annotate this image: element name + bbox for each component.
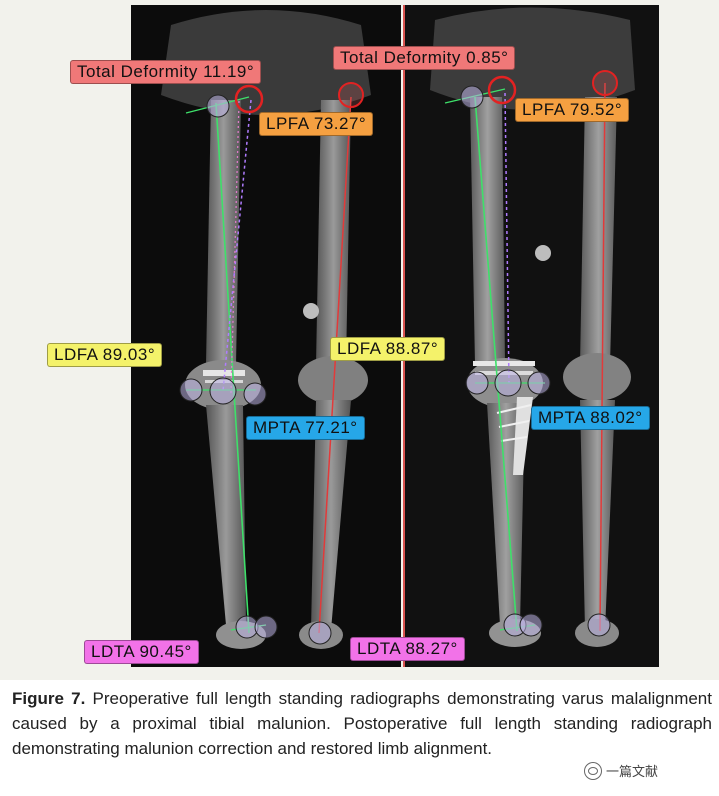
mpta-label-preop: MPTA 77.21° [246,416,365,440]
preoperative-radiograph-image [161,10,371,649]
ldta-label-postop: LDTA 88.27° [350,637,465,661]
ldfa-label-postop: LDFA 88.87° [330,337,446,361]
radiograph-figure: Total Deformity 11.19° Total Deformity 0… [0,0,719,680]
watermark: 一篇文献 [584,761,658,780]
mpta-label-postop: MPTA 88.02° [531,406,650,430]
lpfa-label-postop: LPFA 79.52° [515,98,630,122]
ldta-label-preop: LDTA 90.45° [84,640,199,664]
caption-text: Preoperative full length standing radiog… [12,689,712,758]
total-deformity-label-preop: Total Deformity 11.19° [70,60,262,84]
lpfa-label-preop: LPFA 73.27° [259,112,374,136]
postoperative-radiograph-image [430,7,635,647]
chat-bubble-icon [584,761,602,780]
preoperative-radiograph-panel [131,5,401,667]
figure-caption: Figure 7. Preoperative full length stand… [12,686,712,761]
total-deformity-label-postop: Total Deformity 0.85° [333,46,516,70]
figure-number: Figure 7. [12,689,86,708]
watermark-text: 一篇文献 [606,764,659,779]
ldfa-label-preop: LDFA 89.03° [47,343,163,367]
